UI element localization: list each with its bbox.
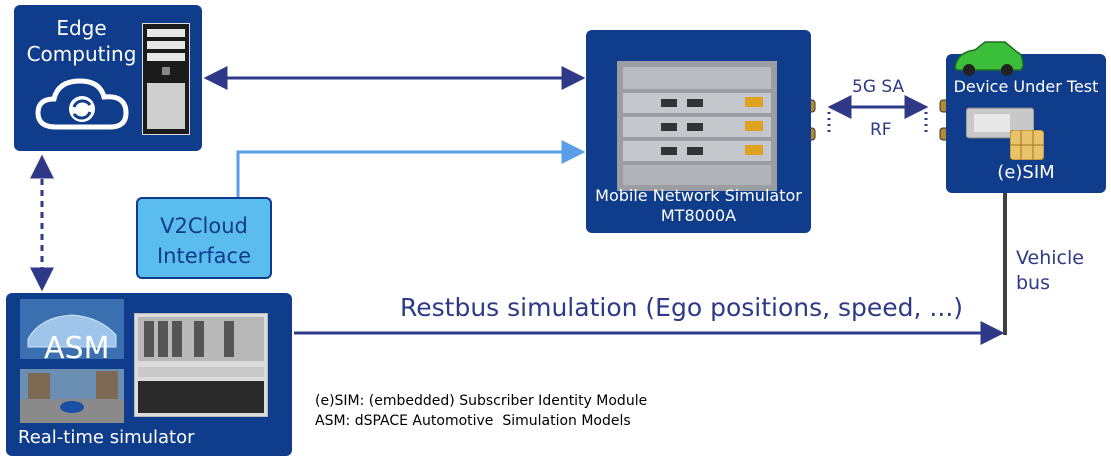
glossary-esim: (e)SIM: (embedded) Subscriber Identity M… xyxy=(315,393,648,409)
rf-label: RF xyxy=(870,120,892,140)
edge-label-line2: Computing xyxy=(26,42,137,66)
vehicle-bus-line1: Vehicle xyxy=(1016,247,1084,269)
v2cloud-line2: Interface xyxy=(156,244,252,268)
v2cloud-line1: V2Cloud xyxy=(160,214,248,238)
glossary-asm: ASM: dSPACE Automotive Simulation Models xyxy=(315,413,631,429)
edge-computing-box: Edge Computing xyxy=(14,5,202,151)
asm-label: ASM xyxy=(44,331,110,366)
mns-label-line1: Mobile Network Simulator xyxy=(595,186,802,205)
device-under-test-box: Device Under Test (e)SIM xyxy=(946,41,1106,193)
vehicle-bus-line2: bus xyxy=(1016,272,1051,294)
realtime-simulator-box: ASM Real-time simulator xyxy=(6,293,292,456)
fiveg-label: 5G SA xyxy=(852,77,905,97)
realtime-label: Real-time simulator xyxy=(18,427,195,448)
dut-label: Device Under Test xyxy=(953,77,1099,96)
server-tower-icon xyxy=(142,23,190,135)
sim-card-icon xyxy=(1010,130,1044,160)
vehicle-bus-label: Vehicle bus xyxy=(1016,246,1084,296)
car-icon xyxy=(954,41,1024,76)
mns-label-line2: MT8000A xyxy=(660,206,737,225)
dspace-hardware-image xyxy=(134,313,268,417)
restbus-label: Restbus simulation (Ego positions, speed… xyxy=(400,293,964,322)
v2cloud-mns-link xyxy=(236,140,586,197)
esim-label: (e)SIM xyxy=(997,162,1055,183)
v2cloud-interface-box: V2Cloud Interface xyxy=(136,197,272,279)
mobile-network-simulator-box: Mobile Network Simulator MT8000A xyxy=(586,30,811,233)
asm-simulation-image xyxy=(20,299,124,423)
cloud-sync-icon xyxy=(35,78,129,130)
mt8000a-hardware-image xyxy=(617,61,777,191)
edge-label-line1: Edge xyxy=(56,16,107,40)
